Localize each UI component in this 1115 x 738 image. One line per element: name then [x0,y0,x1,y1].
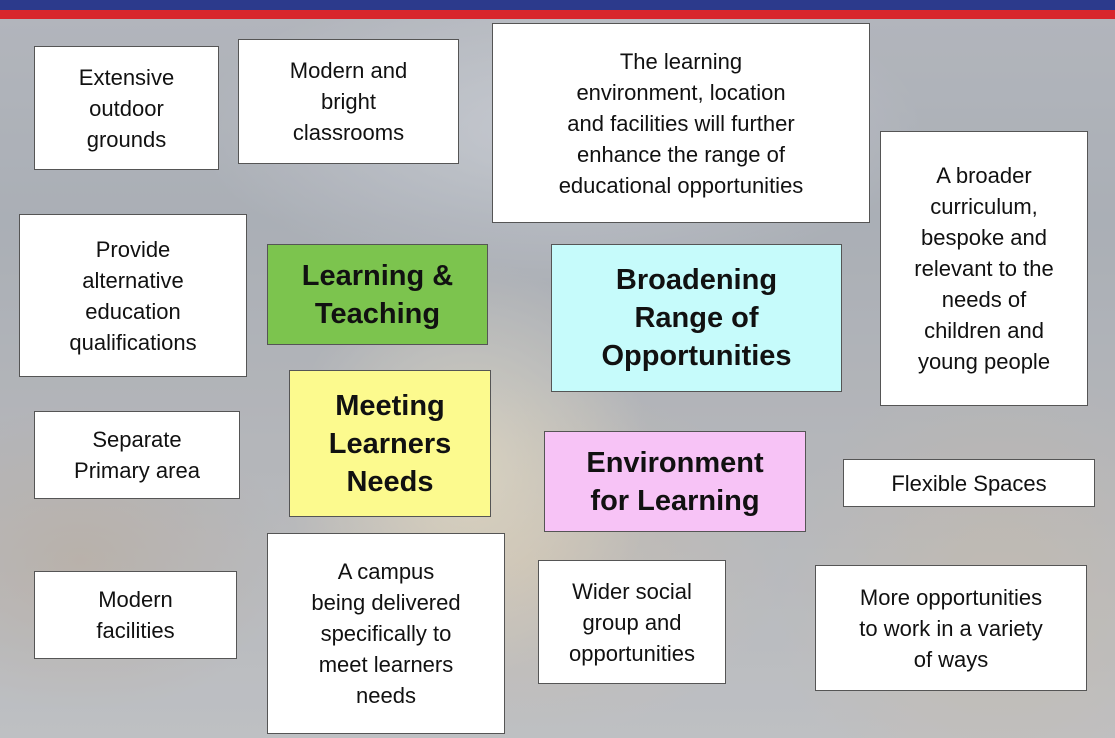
note-classrooms: Modern and bright classrooms [238,39,459,164]
note-modern-facilities: Modern facilities [34,571,237,659]
note-campus-delivery: A campus being delivered specifically to… [267,533,505,734]
note-primary-area: Separate Primary area [34,411,240,499]
theme-meeting-learners-needs: Meeting Learners Needs [289,370,491,517]
note-outdoor-grounds: Extensive outdoor grounds [34,46,219,170]
theme-broadening-range: Broadening Range of Opportunities [551,244,842,392]
note-work-in-variety: More opportunities to work in a variety … [815,565,1087,691]
note-broader-curriculum: A broader curriculum, bespoke and releva… [880,131,1088,406]
theme-environment-for-learning: Environment for Learning [544,431,806,532]
note-flexible-spaces: Flexible Spaces [843,459,1095,507]
header-stripe-blue [0,0,1115,10]
theme-learning-teaching: Learning & Teaching [267,244,488,345]
note-alternative-qualifications: Provide alternative education qualificat… [19,214,247,377]
note-wider-social-group: Wider social group and opportunities [538,560,726,684]
header-stripe-red [0,10,1115,19]
note-environment-range: The learning environment, location and f… [492,23,870,223]
